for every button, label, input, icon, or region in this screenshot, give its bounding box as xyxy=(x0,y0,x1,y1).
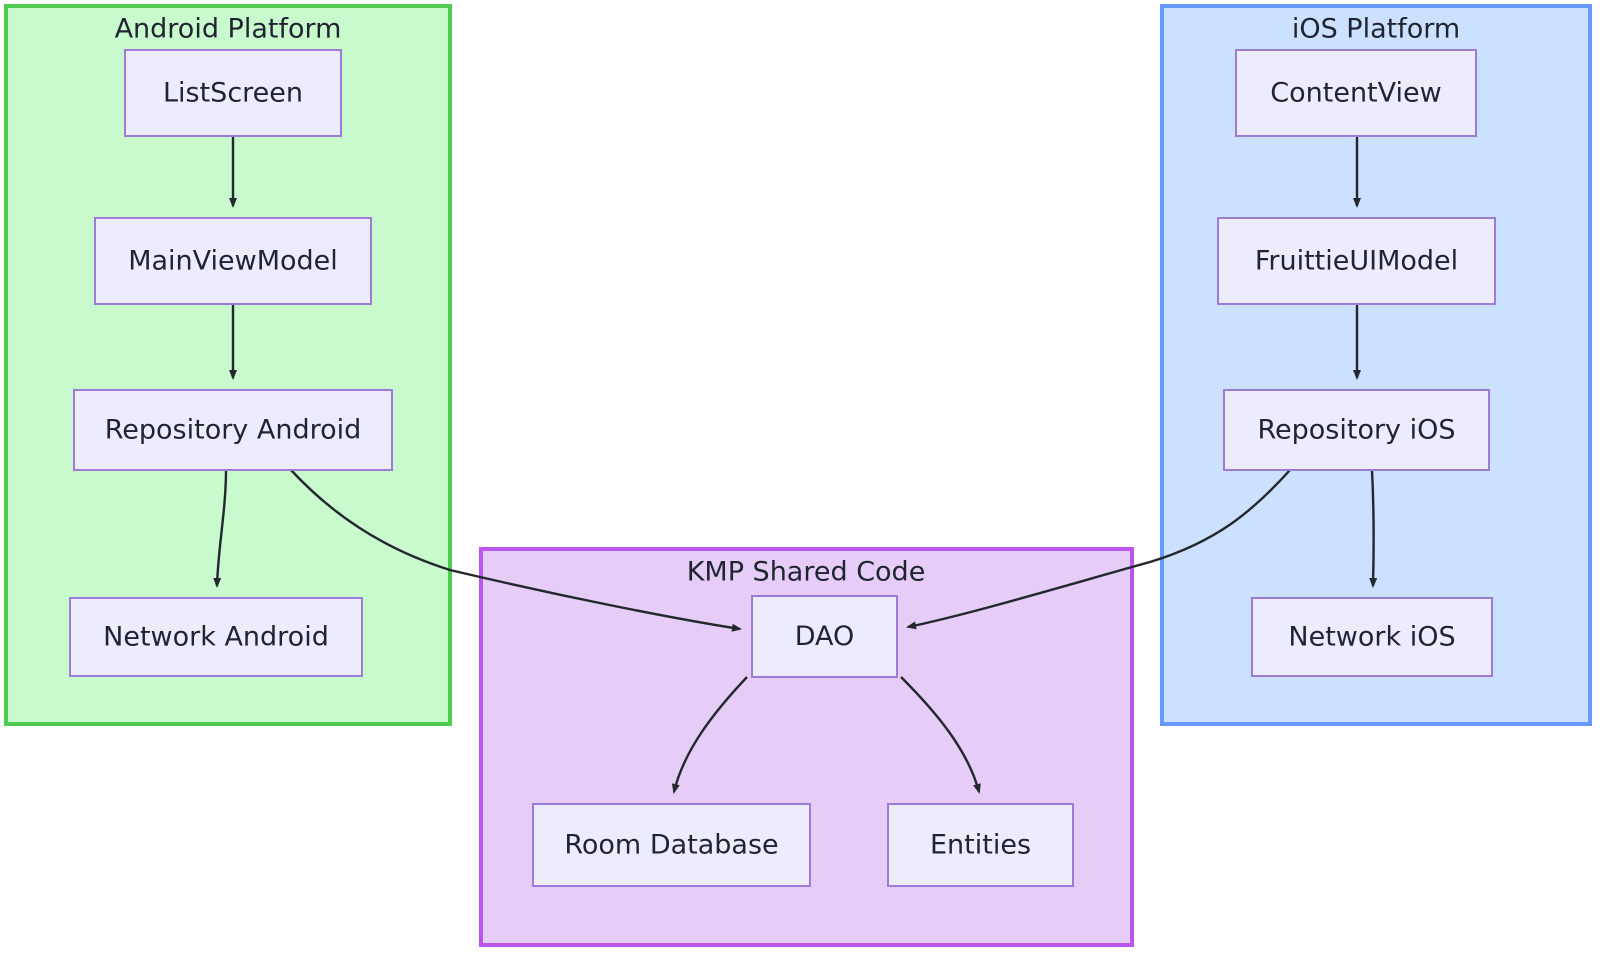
node-fruittieuimodel[interactable]: FruittieUIModel xyxy=(1217,217,1496,305)
node-repository-android[interactable]: Repository Android xyxy=(73,389,393,471)
node-repository-ios-label: Repository iOS xyxy=(1257,415,1455,446)
edges-layer xyxy=(213,136,1378,794)
node-fruittieuimodel-label: FruittieUIModel xyxy=(1255,246,1458,277)
node-contentview-rect[interactable] xyxy=(1235,49,1477,137)
edge-repoandroid-to-netandroid xyxy=(213,469,228,588)
node-network-android[interactable]: Network Android xyxy=(69,597,363,677)
node-room-database-label: Room Database xyxy=(564,830,778,861)
node-network-ios[interactable]: Network iOS xyxy=(1251,597,1493,677)
node-entities-label: Entities xyxy=(930,830,1031,861)
node-fruittieuimodel-rect[interactable] xyxy=(1217,217,1496,305)
node-entities-rect[interactable] xyxy=(887,803,1074,887)
node-network-ios-rect[interactable] xyxy=(1251,597,1493,677)
node-network-ios-label: Network iOS xyxy=(1288,622,1455,653)
node-repository-ios[interactable]: Repository iOS xyxy=(1223,389,1490,471)
node-network-android-label: Network Android xyxy=(103,622,329,653)
node-mainviewmodel[interactable]: MainViewModel xyxy=(94,217,372,305)
node-contentview[interactable]: ContentView xyxy=(1235,49,1477,137)
node-room-database-rect[interactable] xyxy=(532,803,811,887)
edge-repoios-to-netios xyxy=(1369,469,1378,588)
edge-dao-to-entities xyxy=(900,676,981,794)
node-entities[interactable]: Entities xyxy=(887,803,1074,887)
node-listscreen[interactable]: ListScreen xyxy=(124,49,342,137)
node-repository-ios-rect[interactable] xyxy=(1223,389,1490,471)
node-repository-android-rect[interactable] xyxy=(73,389,393,471)
node-contentview-label: ContentView xyxy=(1270,78,1441,109)
node-dao-rect[interactable] xyxy=(751,595,898,678)
node-listscreen-rect[interactable] xyxy=(124,49,342,137)
node-dao[interactable]: DAO xyxy=(751,595,898,678)
cluster-android-label: Android Platform xyxy=(115,14,342,45)
cluster-kmp-label: KMP Shared Code xyxy=(687,557,926,588)
edge-dao-to-roomdb xyxy=(671,676,748,794)
node-listscreen-label: ListScreen xyxy=(163,78,303,109)
cluster-ios-label: iOS Platform xyxy=(1292,14,1460,45)
node-room-database[interactable]: Room Database xyxy=(532,803,811,887)
node-mainviewmodel-label: MainViewModel xyxy=(128,246,338,277)
edge-repoandroid-to-dao xyxy=(290,469,742,632)
node-dao-label: DAO xyxy=(795,621,855,652)
edge-repoios-to-dao xyxy=(906,469,1291,630)
node-network-android-rect[interactable] xyxy=(69,597,363,677)
node-repository-android-label: Repository Android xyxy=(105,415,362,446)
node-mainviewmodel-rect[interactable] xyxy=(94,217,372,305)
